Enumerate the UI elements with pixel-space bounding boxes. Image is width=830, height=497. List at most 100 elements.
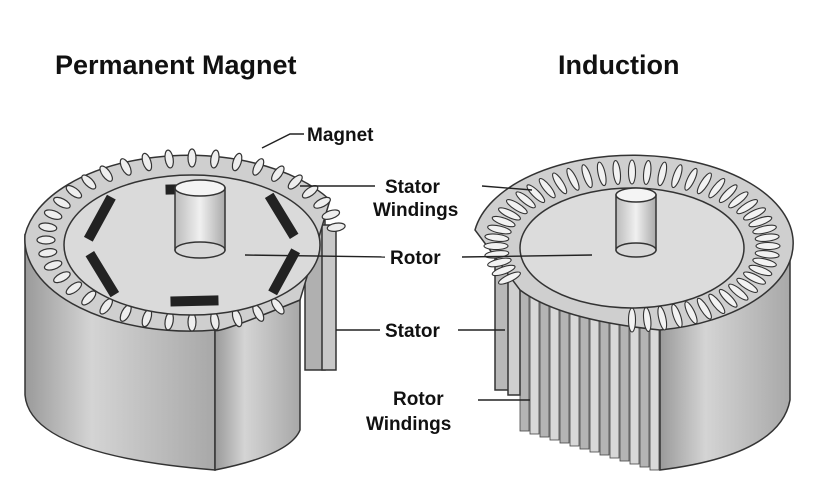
stator-slot (743, 207, 766, 221)
rotor-winding-bar (649, 315, 660, 471)
stator-slot (671, 164, 683, 189)
stator-slot (538, 177, 556, 199)
stator-slot (43, 260, 63, 271)
stator-slot (498, 207, 521, 221)
stator-slot (53, 196, 71, 209)
rotor-windings-stripes (519, 289, 660, 471)
stator-slot (708, 177, 726, 199)
label-magnet: Magnet (307, 125, 374, 146)
induction-motor (474, 154, 794, 471)
magnet-bar (268, 248, 301, 296)
stator-slot (491, 264, 516, 277)
stator-slot (696, 172, 712, 195)
title-induction: Induction (558, 50, 679, 80)
stator-slot (81, 174, 97, 190)
stator-slot (252, 158, 265, 176)
stator-slot (515, 191, 536, 209)
stator-slot (231, 152, 243, 172)
rotor-winding-bar (549, 305, 560, 441)
stator-slot (119, 158, 132, 176)
stator-slot (271, 165, 285, 182)
stator-slot (505, 199, 528, 215)
label-stator-windings-1: Stator (385, 177, 441, 198)
stator-slot (38, 248, 58, 258)
stator-slot (487, 224, 512, 235)
stator-slot (38, 222, 58, 232)
stator-slot (728, 283, 749, 301)
magnet-bar (83, 194, 116, 242)
rotor-winding-bar (569, 313, 580, 447)
stator-slot (612, 159, 622, 185)
stator-slot (752, 224, 777, 235)
stator-slot (627, 307, 637, 333)
rotor-winding-bar (629, 318, 640, 465)
stator-slot (53, 271, 71, 284)
shaft-right (615, 187, 657, 258)
stator-slot (596, 161, 607, 187)
shaft-left (174, 179, 226, 259)
stator-slot (728, 191, 749, 209)
stator-slot (498, 271, 521, 285)
stator-slot (99, 165, 113, 182)
stator-slot (708, 293, 726, 315)
rotor-winding-bar (619, 319, 630, 462)
rotor-winding-bar (599, 319, 610, 456)
label-rotor-windings-2: Windings (366, 414, 451, 435)
stator-slot (718, 288, 738, 308)
stator-slot (65, 281, 83, 295)
stator-slot (326, 222, 346, 232)
permanent-magnet-motor (24, 148, 346, 471)
label-rotor: Rotor (390, 248, 441, 269)
stator-slot (164, 149, 174, 169)
stator-slot (754, 233, 780, 242)
stator-slot (36, 235, 56, 245)
stator-slot (684, 301, 698, 325)
label-stator-windings-2: Windings (373, 200, 458, 221)
stator-slot (484, 233, 510, 242)
rotor-winding-bar (609, 319, 620, 459)
magnet-bar (170, 295, 219, 307)
stator-slot (736, 277, 759, 293)
stator-slot (748, 215, 773, 228)
stator-slot (210, 149, 220, 169)
rotor-winding-bar (559, 309, 570, 444)
magnet-bar (85, 251, 120, 298)
magnet-bar (264, 192, 299, 239)
stator-slot (627, 159, 637, 185)
label-rotor-windings-1: Rotor (393, 389, 444, 410)
stator-slot (552, 172, 568, 195)
rotor-winding-bar (519, 289, 530, 432)
stator-slot (65, 185, 83, 199)
stator-slot (684, 167, 698, 191)
stator-slot (752, 257, 777, 268)
stator-slot (187, 148, 197, 168)
stator-slot (657, 161, 668, 187)
stator-slot (313, 196, 331, 209)
stator-slot (581, 164, 593, 189)
stator-slot (287, 174, 303, 190)
stator-slot (718, 184, 738, 204)
rotor-winding-bar (539, 300, 550, 438)
stator-slot (483, 241, 509, 251)
stator-slot (748, 264, 773, 277)
stator-slot (696, 297, 712, 320)
stator-slot (491, 215, 516, 228)
stator-slot (141, 152, 153, 172)
stator-slot (736, 199, 759, 215)
stator-slot (754, 250, 780, 259)
stator-slots-left (36, 148, 346, 332)
rotor-winding-bar (589, 318, 600, 453)
stator-slots-right (483, 159, 781, 333)
rotor-winding-bar (579, 316, 590, 450)
stator-slot (321, 209, 341, 220)
rotor-winding-bar (639, 317, 650, 468)
stator-slot (566, 167, 580, 191)
rotor-winding-bar (529, 295, 540, 435)
stator-slot (755, 241, 781, 251)
stator-slot (43, 209, 63, 220)
title-permanent-magnet: Permanent Magnet (55, 50, 297, 80)
leader-lines (244, 133, 593, 401)
label-stator: Stator (385, 321, 441, 342)
stator-slot (743, 271, 766, 285)
